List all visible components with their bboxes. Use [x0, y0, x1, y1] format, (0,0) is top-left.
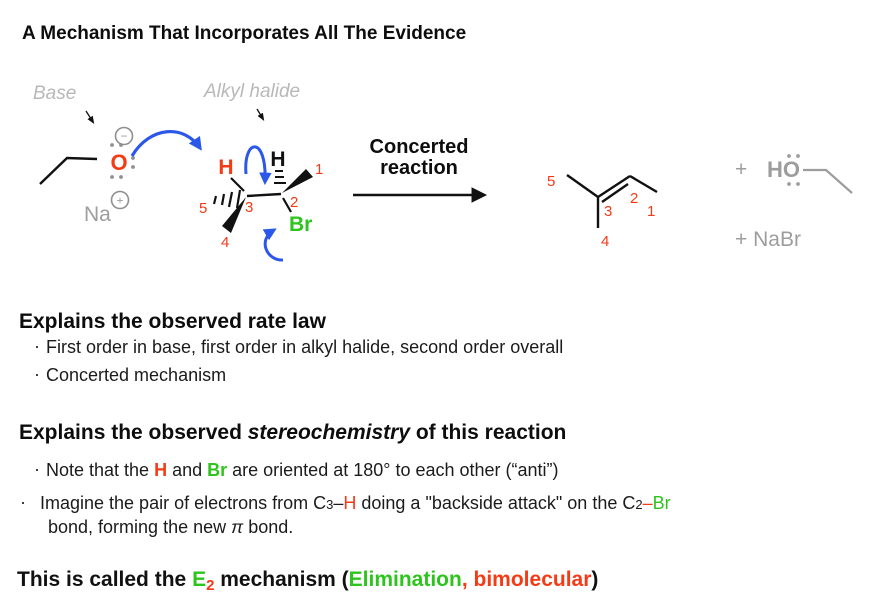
e2-close-paren: ) [591, 568, 599, 591]
base-molecule: Base O − Na + [33, 83, 135, 226]
stereo-b1-mid: and [167, 460, 208, 480]
bond-c2-br [282, 197, 292, 213]
stereo-heading-italic: stereochemistry [247, 421, 410, 444]
stereo-b2-line2a: bond, forming the new [48, 517, 232, 537]
substrate-number-3: 3 [245, 199, 253, 216]
ethanol-ho-label: HO [767, 157, 800, 182]
e2-comma: , [461, 568, 468, 591]
stereo-bullet-2: ·Imagine the pair of electrons from C3–H… [20, 492, 671, 537]
hash-bond-h-c2 [274, 170, 286, 184]
svg-text:+: + [116, 194, 123, 208]
stereo-b1-post: are oriented at 180° to each other (“ant… [227, 460, 559, 480]
bromine-atom: Br [289, 213, 312, 236]
e2-pre: This is called the [17, 568, 193, 591]
substrate-number-2: 2 [290, 194, 298, 211]
stereo-b1-pre: Note that the [46, 460, 155, 480]
substrate-number-4: 4 [221, 234, 229, 251]
stereo-b2-line2b: bond. [243, 517, 294, 537]
product-skeleton [566, 174, 658, 228]
rate-law-heading: Explains the observed rate law [19, 310, 326, 333]
rate-law-bullet-1: · First order in base, first order in alk… [34, 336, 564, 358]
stereo-heading-pre: Explains the observed [19, 421, 248, 444]
nabr-label: + NaBr [735, 228, 801, 251]
svg-text:−: − [120, 129, 127, 143]
base-label: Base [33, 83, 76, 104]
stereo-b1-h: H [154, 460, 168, 480]
stereo-b2-p2: doing a "backside attack" on the C [356, 493, 636, 513]
stereo-heading-post: of this reaction [410, 421, 567, 444]
plus-sign: + [735, 158, 747, 181]
oxygen-atom: O [110, 150, 127, 175]
product-number-4: 4 [601, 233, 609, 250]
base-pointer-arrow-icon [85, 110, 95, 124]
e2-mid: mechanism ( [214, 568, 349, 591]
hydrogen-red: H [218, 156, 233, 179]
reaction-arrow-group: Concerted reaction [353, 136, 488, 203]
e2-symbol-2: 2 [206, 577, 215, 594]
ethyl-bond [39, 156, 98, 185]
alkyl-halide-pointer-arrow-icon [256, 108, 265, 122]
alkyl-halide-molecule: Alkyl halide H H Br 1 2 3 [199, 81, 323, 251]
product-number-1: 1 [647, 203, 655, 220]
wedge-bond-c1 [282, 169, 313, 193]
concerted-label-line2: reaction [380, 157, 458, 179]
stereo-b2-br: Br [652, 493, 671, 513]
stereo-b1-br: Br [207, 460, 228, 480]
stereo-heading: Explains the observed stereochemistry of… [19, 421, 566, 445]
bullet-icon: · [34, 364, 40, 384]
minus-charge-icon: − [114, 126, 134, 146]
double-bond-inner [601, 183, 629, 203]
ethanol-lone-pair-dots [787, 154, 800, 186]
curved-arrow-cbr-to-br [262, 228, 284, 262]
bullet-icon: · [34, 336, 40, 356]
ethanol-ethyl-bond [803, 168, 853, 194]
pi-symbol: π [231, 517, 244, 537]
e2-bimolecular: bimolecular [473, 568, 592, 591]
concerted-label-line1: Concerted [370, 136, 469, 158]
substrate-number-5: 5 [199, 200, 207, 217]
e2-summary-line: This is called the E2 mechanism (Elimina… [17, 568, 598, 594]
substrate-number-1: 1 [315, 161, 323, 178]
rate-law-bullet-2-text: Concerted mechanism [46, 365, 227, 385]
stereo-b2-sub2: 2 [635, 497, 643, 512]
stereo-b2-h: H [343, 493, 357, 513]
product-number-5: 5 [547, 173, 555, 190]
bond-h-c3 [230, 177, 245, 192]
page-title: A Mechanism That Incorporates All The Ev… [22, 23, 467, 44]
stereo-bullet-1: · Note that the H and Br are oriented at … [34, 459, 559, 481]
product-number-2: 2 [630, 190, 638, 207]
e2-elimination: Elimination [348, 568, 462, 591]
wedge-bond-c4 [222, 197, 246, 233]
bond-c3-c2 [246, 192, 282, 198]
hash-bond-c5 [212, 189, 242, 209]
rate-law-bullet-1-text: First order in base, first order in alky… [46, 337, 564, 357]
plus-charge-icon: + [110, 190, 130, 210]
e2-symbol-e: E [192, 568, 207, 591]
stereo-b2-dash2: – [642, 493, 653, 513]
sodium-label: Na [84, 203, 111, 226]
curved-arrow-base-to-h [130, 130, 202, 157]
stereo-b2-sub3: 3 [326, 497, 334, 512]
curved-arrow-ch-to-cc [244, 145, 272, 186]
hydrogen-black: H [270, 148, 285, 171]
product-molecule: 5 2 3 1 4 [547, 173, 658, 250]
byproducts: + HO + NaBr [735, 154, 853, 251]
product-number-3: 3 [604, 203, 612, 220]
alkyl-halide-label: Alkyl halide [203, 81, 300, 102]
reaction-scheme: Base O − Na + Alkyl halide [33, 81, 853, 262]
bullet-icon: · [34, 459, 40, 479]
stereo-b2-p1: Imagine the pair of electrons from C [40, 493, 327, 513]
rate-law-bullet-2: · Concerted mechanism [34, 364, 227, 386]
stereo-b2-dash1: – [333, 493, 344, 513]
